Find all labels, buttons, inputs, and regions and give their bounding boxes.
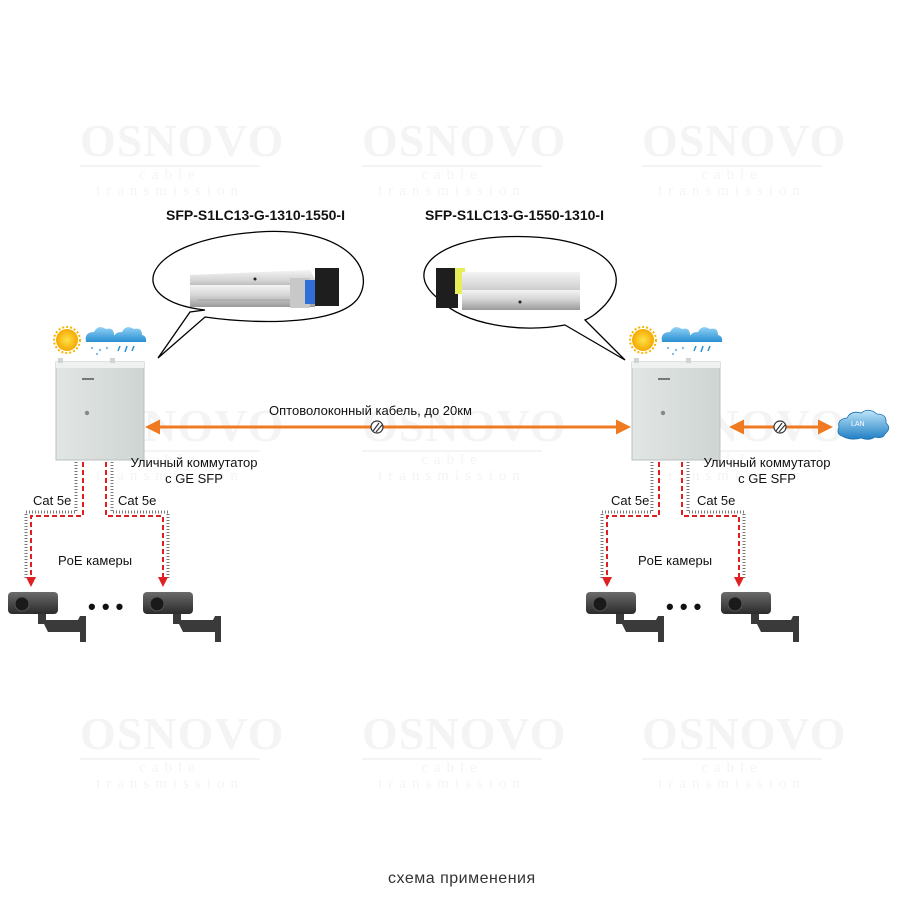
more-cameras-ellipsis-right: • • • bbox=[666, 594, 702, 619]
switch-label-line1: Уличный коммутатор bbox=[130, 455, 258, 470]
lock-icon bbox=[84, 410, 90, 416]
fiber-link-label: Оптоволоконный кабель, до 20км bbox=[269, 403, 472, 418]
weather-icons-left bbox=[53, 326, 147, 356]
snow-cloud-icon bbox=[661, 327, 695, 356]
watermark-brand: OSNOVO bbox=[80, 115, 285, 166]
watermark-tagline: cable transmission bbox=[80, 165, 260, 199]
rain-cloud-icon bbox=[113, 327, 147, 353]
watermark-brand: OSNOVO bbox=[642, 708, 847, 759]
watermark-tagline: cable transmission bbox=[80, 758, 260, 792]
switch-label-line1: Уличный коммутатор bbox=[703, 455, 831, 470]
lan-connector-icon bbox=[773, 420, 787, 434]
rain-cloud-icon bbox=[689, 327, 723, 353]
lan-label: LAN bbox=[851, 421, 865, 428]
watermark-tagline: cable transmission bbox=[642, 165, 822, 199]
switch-label-line2: с GE SFP bbox=[738, 471, 796, 486]
switch-label-line2: с GE SFP bbox=[165, 471, 223, 486]
watermark-tagline: cable transmission bbox=[362, 165, 542, 199]
lan-cloud-icon bbox=[837, 409, 890, 440]
watermark-tagline: cable transmission bbox=[80, 450, 260, 484]
street-switch-enclosure-right bbox=[631, 358, 721, 461]
cat5e-cable-left-b bbox=[105, 462, 170, 587]
poe-camera-right-1 bbox=[586, 592, 664, 642]
watermark-tagline: cable transmission bbox=[642, 758, 822, 792]
cat5e-cable-left-a bbox=[24, 462, 84, 587]
more-cameras-ellipsis-left: • • • bbox=[88, 594, 124, 619]
watermark-brand: OSNOVO bbox=[80, 708, 285, 759]
poe-camera-left-1 bbox=[8, 592, 86, 642]
cable-label-left-a: Cat 5e bbox=[33, 493, 72, 508]
lock-icon bbox=[660, 410, 666, 416]
sfp-module-left bbox=[190, 268, 339, 308]
poe-camera-right-2 bbox=[721, 592, 799, 642]
watermark-brand: OSNOVO bbox=[642, 115, 847, 166]
diagram-caption: схема применения bbox=[388, 870, 536, 887]
watermark-tagline: cable transmission bbox=[362, 450, 542, 484]
sun-icon bbox=[53, 326, 81, 354]
cat5e-cable-right-a bbox=[600, 462, 660, 587]
switch-label-left: Уличный коммутатор с GE SFP bbox=[124, 455, 264, 487]
poe-cameras-label-left: PoE камеры bbox=[58, 553, 133, 568]
sfp-title-left: SFP-S1LC13-G-1310-1550-I bbox=[166, 207, 345, 223]
poe-cameras-label-right: PoE камеры bbox=[638, 553, 713, 568]
weather-icons-right bbox=[629, 326, 723, 356]
switch-label-right: Уличный коммутатор с GE SFP bbox=[697, 455, 837, 487]
snow-cloud-icon bbox=[85, 327, 119, 356]
sfp-title-right: SFP-S1LC13-G-1550-1310-I bbox=[425, 207, 604, 223]
cat5e-cable-right-b bbox=[681, 462, 746, 587]
cable-label-right-a: Cat 5e bbox=[611, 493, 650, 508]
watermark-brand: OSNOVO bbox=[362, 708, 567, 759]
sfp-module-right bbox=[436, 268, 580, 310]
poe-camera-left-2 bbox=[143, 592, 221, 642]
cable-label-left-b: Cat 5e bbox=[118, 493, 157, 508]
street-switch-enclosure-left bbox=[55, 358, 145, 461]
sun-icon bbox=[629, 326, 657, 354]
sfp-latch-yellow bbox=[455, 268, 465, 294]
fiber-connector-icon bbox=[370, 420, 384, 434]
cable-label-right-b: Cat 5e bbox=[697, 493, 736, 508]
watermark-tagline: cable transmission bbox=[362, 758, 542, 792]
watermark-brand: OSNOVO bbox=[362, 115, 567, 166]
